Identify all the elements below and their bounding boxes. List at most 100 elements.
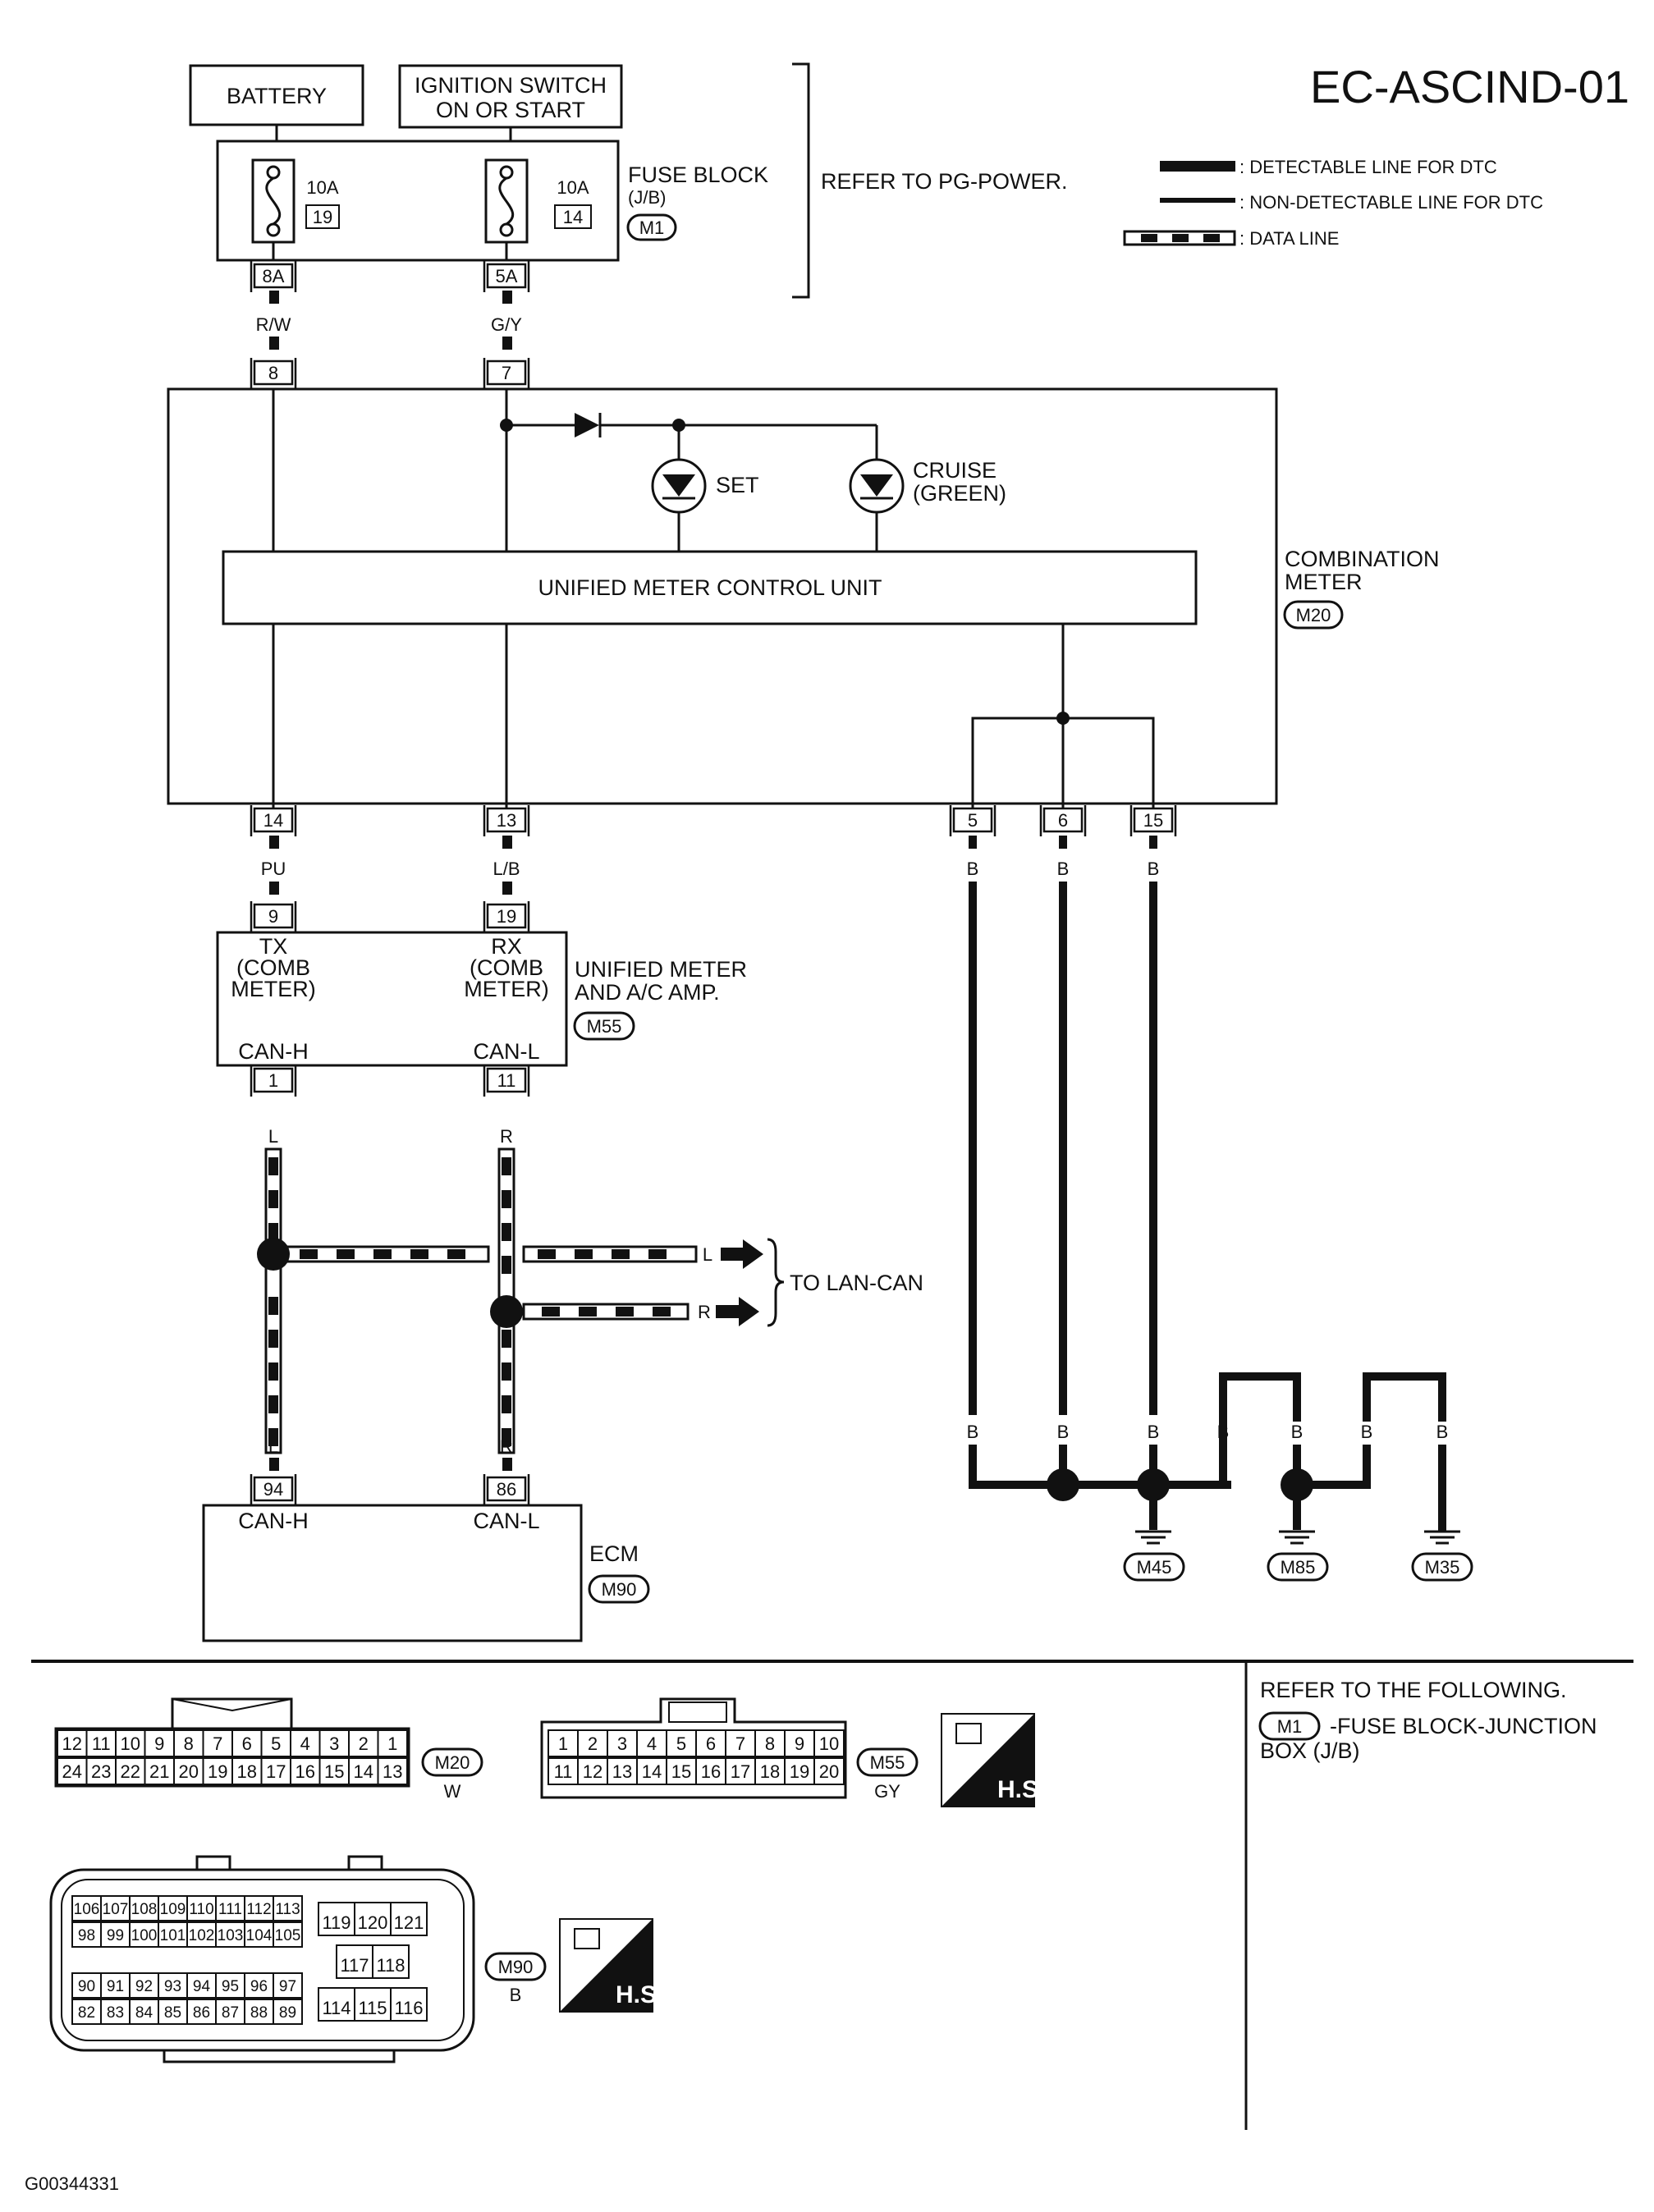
wire-rw-label: R/W bbox=[256, 314, 291, 335]
svg-text:1: 1 bbox=[268, 1070, 278, 1091]
m20-pin-label: 22 bbox=[121, 1761, 140, 1782]
m90-pin-label: 93 bbox=[164, 1978, 181, 1995]
m90-cavity bbox=[244, 1921, 274, 1948]
m55-cavity bbox=[636, 1757, 667, 1785]
m55-cavity bbox=[754, 1757, 786, 1785]
m20-pin-label: 4 bbox=[300, 1733, 310, 1754]
m20-pin-label: 7 bbox=[213, 1733, 222, 1754]
m90-badge bbox=[588, 1574, 650, 1604]
fuse-block-label: FUSE BLOCK bbox=[628, 163, 768, 187]
m90-pin-label: 90 bbox=[78, 1978, 95, 1995]
m90-cavity bbox=[186, 1972, 217, 1999]
svg-text:M1: M1 bbox=[1277, 1716, 1303, 1737]
m20-pin-label: 9 bbox=[154, 1733, 164, 1754]
m90-cavity bbox=[273, 1921, 303, 1948]
terminal-5: 5 bbox=[949, 805, 997, 836]
m90-cavity bbox=[215, 1972, 245, 1999]
diode bbox=[575, 413, 599, 437]
wire-b-label-4: B bbox=[967, 1422, 979, 1442]
refer-bracket bbox=[792, 62, 810, 299]
fuse-14-rating: 10A bbox=[557, 177, 589, 198]
terminal-13: 13 bbox=[483, 805, 530, 836]
wire-b-label-2: B bbox=[1057, 859, 1070, 879]
m90-cavity bbox=[158, 1972, 188, 1999]
cruise-label: CRUISE bbox=[913, 458, 997, 483]
svg-text:8: 8 bbox=[268, 363, 278, 383]
svg-text:M20: M20 bbox=[1296, 605, 1331, 625]
m90-cavity bbox=[186, 1999, 217, 2025]
lan-l-arrow bbox=[721, 1239, 763, 1269]
legend-detectable-swatch bbox=[1160, 161, 1235, 172]
m55-pin-label: 18 bbox=[760, 1761, 780, 1782]
m90-color: B bbox=[510, 1985, 522, 2005]
m55-cavity bbox=[725, 1729, 756, 1757]
m90-pin-label: 105 bbox=[275, 1927, 301, 1944]
m20-pin-label: 17 bbox=[266, 1761, 286, 1782]
m90-pin-label: 110 bbox=[189, 1901, 213, 1918]
wire-gy-label: G/Y bbox=[491, 314, 522, 335]
m90-pin-label: 109 bbox=[160, 1901, 186, 1918]
fuse-14-number: 14 bbox=[563, 207, 583, 227]
refer-pg-power: REFER TO PG-POWER. bbox=[821, 169, 1068, 194]
m90-pin-label: 111 bbox=[218, 1901, 242, 1918]
m20-badge bbox=[1283, 600, 1344, 630]
m90-pin-label: 117 bbox=[340, 1955, 369, 1976]
svg-text:M90: M90 bbox=[498, 1957, 534, 1977]
wire-b-label-6: B bbox=[1148, 1422, 1160, 1442]
svg-text:M55: M55 bbox=[587, 1016, 622, 1037]
ecm-canh-label: CAN-H bbox=[238, 1509, 309, 1533]
m20-cavity bbox=[231, 1729, 263, 1757]
m1-badge bbox=[626, 213, 677, 241]
lan-bracket bbox=[767, 1238, 785, 1327]
legend-nondetectable-swatch bbox=[1160, 198, 1235, 203]
m20-cavity bbox=[290, 1729, 321, 1757]
m55-pin-label: 14 bbox=[642, 1761, 662, 1782]
set-label: SET bbox=[716, 473, 759, 497]
m90-cavity bbox=[186, 1921, 217, 1948]
m85-badge bbox=[1267, 1552, 1329, 1582]
m90-cavity bbox=[273, 1972, 303, 1999]
m90-pin-label: 106 bbox=[74, 1901, 100, 1918]
m20-cavity bbox=[144, 1757, 175, 1785]
m90-cavity bbox=[215, 1999, 245, 2025]
m90-pin-label: 121 bbox=[394, 1912, 424, 1933]
terminal-6: 6 bbox=[1039, 805, 1087, 836]
m55-cavity bbox=[548, 1729, 579, 1757]
svg-text:METER): METER) bbox=[464, 977, 549, 1001]
svg-text:7: 7 bbox=[502, 363, 511, 383]
legend-detectable-label: : DETECTABLE LINE FOR DTC bbox=[1239, 157, 1497, 177]
ground-symbol-m45 bbox=[1135, 1530, 1171, 1545]
m55-pin-label: 8 bbox=[765, 1733, 775, 1754]
ignition-box bbox=[398, 64, 623, 129]
terminal-9: 9 bbox=[250, 901, 297, 932]
fuse-block-box bbox=[216, 140, 620, 262]
m20-cavity bbox=[290, 1757, 321, 1785]
m90-cavity bbox=[100, 1972, 131, 1999]
m55-pin-label: 5 bbox=[676, 1733, 686, 1754]
can-l-branch bbox=[282, 1245, 698, 1263]
wire-b-label-10: B bbox=[1436, 1422, 1449, 1442]
battery-box bbox=[189, 64, 364, 126]
terminal-19: 19 bbox=[483, 901, 530, 932]
m20-pin-label: 3 bbox=[329, 1733, 339, 1754]
svg-text:13: 13 bbox=[497, 810, 516, 831]
m55-pin-label: 17 bbox=[731, 1761, 750, 1782]
m20-color: W bbox=[444, 1781, 461, 1802]
ac-amp-label-2: AND A/C AMP. bbox=[575, 980, 720, 1005]
m55-cavity bbox=[577, 1729, 608, 1757]
m55-pin-label: 13 bbox=[612, 1761, 632, 1782]
m90-pin-label: 102 bbox=[189, 1927, 215, 1944]
m90-pin-label: 120 bbox=[358, 1912, 388, 1933]
m90-pin-label: 89 bbox=[279, 2004, 296, 2022]
svg-text:(COMB: (COMB bbox=[236, 955, 310, 980]
m90-pin-label: 99 bbox=[107, 1927, 124, 1944]
m90-pin-label: 108 bbox=[131, 1901, 158, 1918]
ground-symbol-m35 bbox=[1424, 1530, 1460, 1545]
m55-cavity bbox=[754, 1729, 786, 1757]
m90-pin-label: 103 bbox=[218, 1927, 244, 1944]
ground-symbol-m85 bbox=[1279, 1530, 1315, 1545]
m20-cavity bbox=[173, 1729, 204, 1757]
m90-cavity bbox=[273, 1999, 303, 2025]
m20-pin-label: 5 bbox=[271, 1733, 281, 1754]
